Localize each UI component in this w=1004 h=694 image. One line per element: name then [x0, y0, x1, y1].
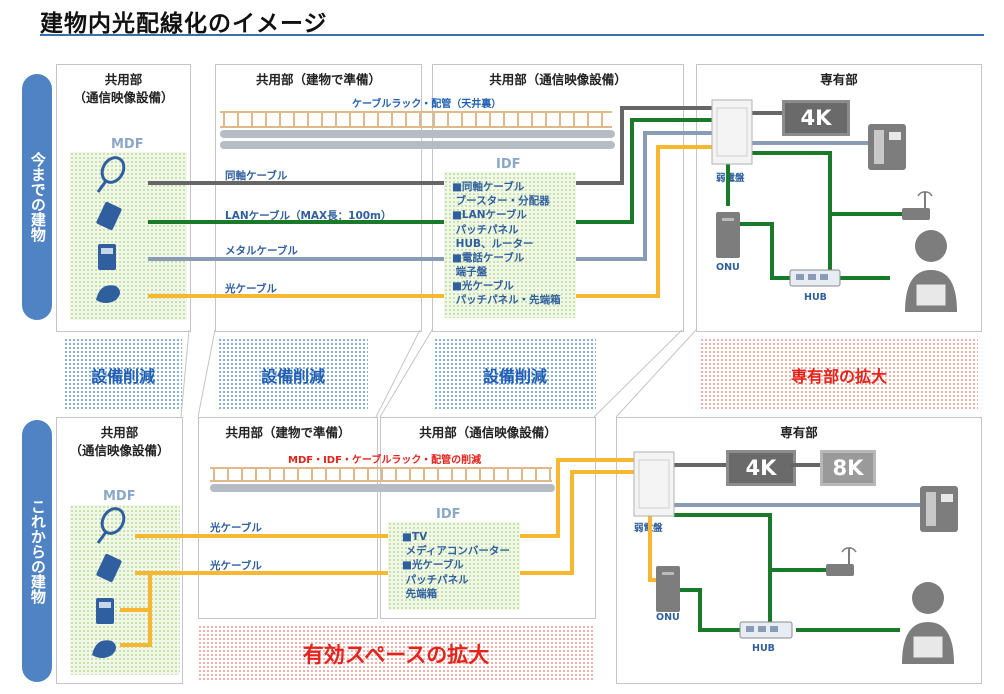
side-label-current-text: 今までの建物 — [28, 152, 47, 242]
top-panel-building: 共用部（建物で準備） — [215, 64, 422, 332]
top-tv-4k: 4K — [782, 100, 850, 136]
page-title: 建物内光配線化のイメージ — [40, 11, 328, 37]
bottom-panelbox-label: 弱電盤 — [634, 523, 663, 534]
top-mdf-box — [70, 152, 187, 320]
bottom-idf-label: IDF — [436, 507, 461, 522]
bottom-tv-4k-label: 4K — [745, 456, 777, 480]
top-cable-label-coax: 同軸ケーブル — [225, 170, 288, 182]
top-panel-building-title: 共用部（建物で準備） — [255, 72, 381, 87]
side-label-future-text: これからの建物 — [28, 498, 47, 604]
bottom-onu-label: ONU — [656, 612, 680, 623]
bottom-panel-mdf-title: 共用部 （通信映像設備） — [69, 425, 170, 458]
expansion-label: 専有部の拡大 — [790, 367, 887, 386]
bottom-panel-private: 専有部 — [616, 417, 982, 684]
bottom-cable-label-1: 光ケーブル — [210, 522, 262, 534]
reduction-area-2: 設備削減 — [218, 338, 368, 410]
space-expansion-area: 有効スペースの拡大 — [198, 625, 594, 682]
top-panelbox-label: 弱電盤 — [716, 173, 745, 184]
top-rack-label: ケーブルラック・配管（天井裏） — [352, 99, 502, 110]
side-label-current: 今までの建物 — [22, 74, 52, 320]
bottom-panel-private-title: 専有部 — [780, 425, 818, 440]
bottom-mdf-label: MDF — [103, 489, 136, 504]
top-panel-idf-title: 共用部（通信映像設備） — [489, 72, 627, 87]
top-cable-label-lan: LANケーブル（MAX長：100m） — [225, 210, 392, 222]
bottom-mdf-box — [70, 505, 180, 675]
bottom-panel-building: 共用部（建物で準備） — [198, 417, 378, 619]
top-cable-label-metal: メタルケーブル — [225, 245, 298, 257]
bottom-idf-items: ■TV メディアコンバーター ■光ケーブル パッチパネル 先端箱 — [402, 531, 510, 600]
bottom-tv-8k-label: 8K — [832, 456, 864, 480]
reduction-area-3: 設備削減 — [434, 338, 596, 410]
bottom-panel-idf-title: 共用部（通信映像設備） — [419, 425, 557, 440]
expansion-area: 専有部の拡大 — [700, 338, 978, 410]
top-panel-private-title: 専有部 — [820, 72, 858, 87]
bottom-idf-box — [388, 522, 520, 610]
reduction-label-1: 設備削減 — [90, 367, 155, 386]
side-label-future: これからの建物 — [22, 420, 52, 682]
reduction-label-2: 設備削減 — [260, 367, 325, 386]
bottom-hub-label: HUB — [752, 643, 775, 654]
top-hub-label: HUB — [804, 292, 827, 303]
top-idf-box — [444, 172, 576, 318]
reduction-label-3: 設備削減 — [482, 367, 547, 386]
reduction-area-1: 設備削減 — [64, 338, 182, 410]
top-mdf-label: MDF — [111, 137, 144, 152]
top-idf-label: IDF — [496, 157, 521, 172]
bottom-tv-8k: 8K — [820, 450, 876, 486]
top-idf-items: ■同軸ケーブル ブースター・分配器 ■LANケーブル パッチパネル HUB、ルー… — [452, 181, 561, 307]
bottom-rack-label: MDF・IDF・ケーブルラック・配管の削減 — [288, 455, 482, 466]
title-underline — [40, 34, 984, 36]
bottom-panel-building-title: 共用部（建物で準備） — [225, 425, 351, 440]
top-panel-mdf-title: 共用部 （通信映像設備） — [73, 72, 174, 105]
bottom-cable-label-2: 光ケーブル — [210, 560, 262, 572]
bottom-tv-4k: 4K — [726, 450, 796, 486]
space-expansion-label: 有効スペースの拡大 — [302, 643, 490, 667]
top-tv-4k-label: 4K — [800, 106, 832, 130]
top-cable-label-fiber: 光ケーブル — [225, 283, 277, 295]
top-onu-label: ONU — [716, 262, 740, 273]
